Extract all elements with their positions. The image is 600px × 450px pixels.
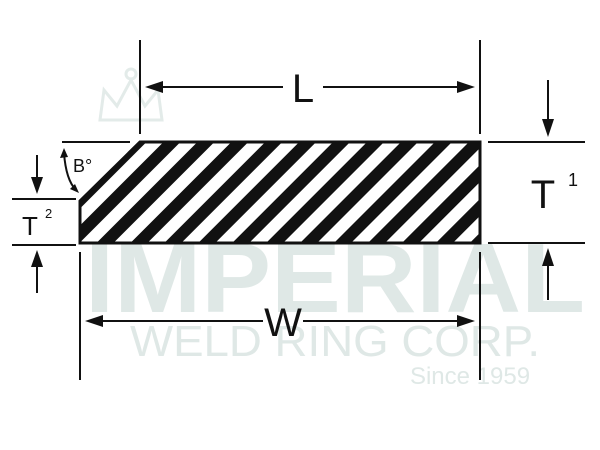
watermark-since: Since 1959 — [410, 363, 530, 390]
width-dimension: W — [79, 252, 481, 380]
crown-watermark-icon — [98, 67, 164, 122]
thickness-2-label: T — [22, 211, 38, 241]
bevel-angle-dimension: B° — [60, 141, 130, 193]
thickness-2-superscript: 2 — [45, 206, 52, 221]
thickness-1-dimension: T 1 — [488, 80, 585, 300]
watermark-company: WELD RING CORP. — [130, 317, 540, 366]
width-label: W — [264, 301, 302, 345]
cross-section-hatching — [80, 142, 480, 243]
thickness-2-dimension: T 2 — [12, 155, 76, 293]
length-label: L — [292, 67, 314, 111]
length-dimension: L — [139, 40, 481, 134]
thickness-1-label: T — [531, 173, 555, 217]
thickness-1-superscript: 1 — [568, 170, 578, 190]
bevel-angle-label: B° — [73, 156, 92, 176]
